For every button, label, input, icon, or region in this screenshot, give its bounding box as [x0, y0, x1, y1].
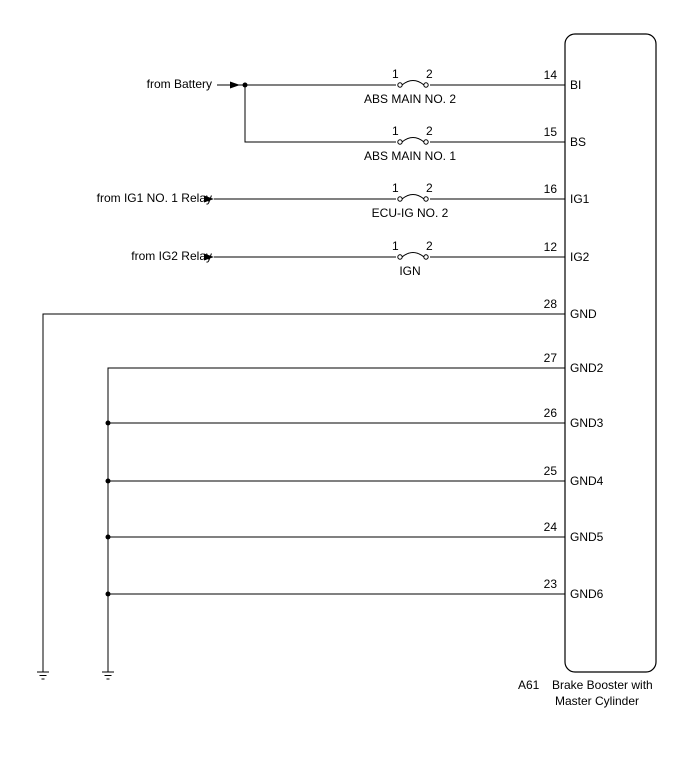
fuse-pin-2: 2: [426, 181, 433, 195]
source-ig1-label: from IG1 NO. 1 Relay: [97, 191, 212, 205]
terminal-name: BI: [570, 78, 581, 92]
terminal-name: GND3: [570, 416, 604, 430]
pin-number: 16: [544, 182, 558, 196]
fuse-label: ABS MAIN NO. 2: [364, 92, 456, 106]
pin-number: 25: [544, 464, 558, 478]
fuse-pin-1: 1: [392, 124, 399, 138]
fuse-label: ECU-IG NO. 2: [372, 206, 449, 220]
junction-gnd3: [105, 420, 111, 426]
source-battery-label: from Battery: [147, 77, 212, 91]
terminal-name: IG2: [570, 250, 590, 264]
junction-gnd4: [105, 478, 111, 484]
pin-number: 24: [544, 520, 558, 534]
pin-number: 26: [544, 406, 558, 420]
terminal-name: IG1: [570, 192, 590, 206]
ecu-name-line1: Brake Booster with: [552, 678, 653, 692]
fuse-label: ABS MAIN NO. 1: [364, 149, 456, 163]
pin-number: 23: [544, 577, 558, 591]
ground-symbol-left: [37, 671, 49, 680]
fuse-pin-2: 2: [426, 67, 433, 81]
terminal-name: BS: [570, 135, 586, 149]
fuse-pin-2: 2: [426, 124, 433, 138]
source-ig2-label: from IG2 Relay: [131, 249, 212, 263]
pin-number: 27: [544, 351, 558, 365]
ecu-name-line2: Master Cylinder: [555, 694, 639, 708]
ground-symbol-right: [102, 671, 114, 680]
fuse-ecu-ig-2: 1 2 ECU-IG NO. 2: [372, 181, 449, 220]
terminal-name: GND5: [570, 530, 604, 544]
terminal-name: GND6: [570, 587, 604, 601]
wire-bs: [244, 85, 565, 143]
fuse-abs-main-1: 1 2 ABS MAIN NO. 1: [364, 124, 456, 163]
pin-number: 12: [544, 240, 558, 254]
wire-gnd: [42, 313, 565, 672]
ecu-box: [564, 33, 657, 673]
junction-gnd5: [105, 534, 111, 540]
source-ig1-arrow: [204, 195, 214, 203]
junction-gnd6: [105, 591, 111, 597]
pin-number: 15: [544, 125, 558, 139]
pin-number: 28: [544, 297, 558, 311]
terminal-name: GND: [570, 307, 597, 321]
fuse-ign: 1 2 IGN: [392, 239, 433, 278]
fuse-abs-main-2: 1 2 ABS MAIN NO. 2: [364, 67, 456, 106]
fuse-label: IGN: [399, 264, 420, 278]
terminal-name: GND4: [570, 474, 604, 488]
terminal-name: GND2: [570, 361, 604, 375]
fuse-pin-2: 2: [426, 239, 433, 253]
ecu-code: A61: [518, 678, 540, 692]
fuse-pin-1: 1: [392, 67, 399, 81]
fuse-pin-1: 1: [392, 181, 399, 195]
pin-number: 14: [544, 68, 558, 82]
wire-gnd2: [107, 367, 565, 672]
fuse-pin-1: 1: [392, 239, 399, 253]
source-ig2-arrow: [204, 253, 214, 261]
